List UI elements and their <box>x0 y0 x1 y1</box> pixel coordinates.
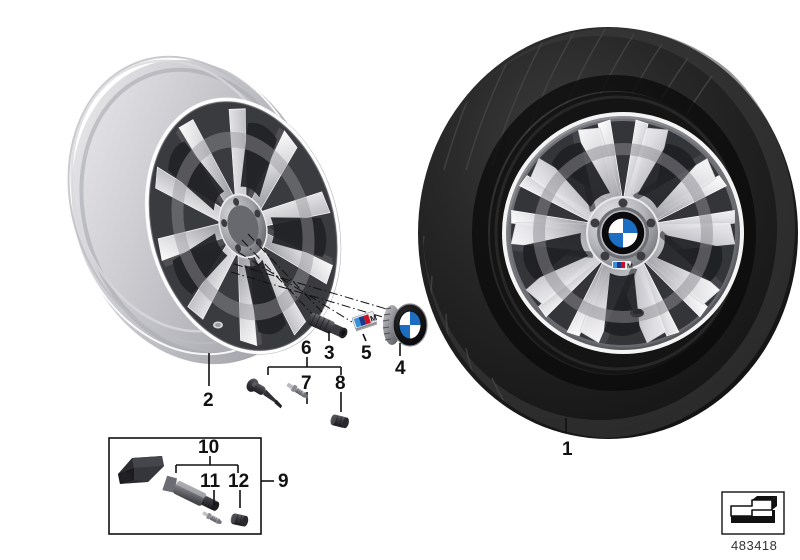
callout-4: 4 <box>395 358 406 379</box>
callout-7: 7 <box>301 373 312 394</box>
valve-assembly-bracket <box>267 357 342 412</box>
tpms-bracket <box>175 456 241 508</box>
rim-valve-hole-left <box>213 321 223 329</box>
rim-valve-right <box>630 308 644 318</box>
complete-wheel-with-tyre-illustration: M <box>418 27 798 439</box>
callout-9: 9 <box>278 471 289 492</box>
tpms-kit-box <box>108 437 274 535</box>
callout-8: 8 <box>335 373 346 394</box>
callout-11: 11 <box>200 471 221 492</box>
tpms-valve-insert-illustration <box>202 511 222 525</box>
rubber-valve-illustration <box>246 378 283 409</box>
wheel-bolt-illustration <box>307 312 348 339</box>
callout-12: 12 <box>228 471 250 492</box>
bmw-hub-cap-illustration <box>382 303 428 347</box>
m-badge-illustration: M <box>352 311 378 332</box>
bmw-roundel-right-wheel <box>600 210 646 256</box>
callout-5: 5 <box>361 343 372 364</box>
svg-text:M: M <box>369 313 378 324</box>
valve-insert-illustration <box>286 382 309 399</box>
callout-5-leader <box>362 333 367 342</box>
callout-2: 2 <box>203 390 214 411</box>
m-badge-right-wheel: M <box>612 261 633 271</box>
svg-text:M: M <box>627 264 633 271</box>
wheel-spokes-right <box>510 119 736 344</box>
wheel-spokes-left <box>155 108 334 347</box>
assembly-centre-lines <box>230 233 391 323</box>
valve-cap-illustration <box>330 414 349 429</box>
tpms-valve-cap-illustration <box>230 513 249 527</box>
callout-10: 10 <box>198 437 220 458</box>
rdc-sensor-housing-illustration <box>118 456 164 484</box>
callout-6: 6 <box>301 338 312 359</box>
light-alloy-rim-illustration <box>66 54 342 386</box>
callout-3: 3 <box>324 343 335 364</box>
callout-1: 1 <box>562 439 573 460</box>
drawing-number: 483418 <box>731 538 778 553</box>
perspective-arrow-icon-box <box>721 491 785 535</box>
